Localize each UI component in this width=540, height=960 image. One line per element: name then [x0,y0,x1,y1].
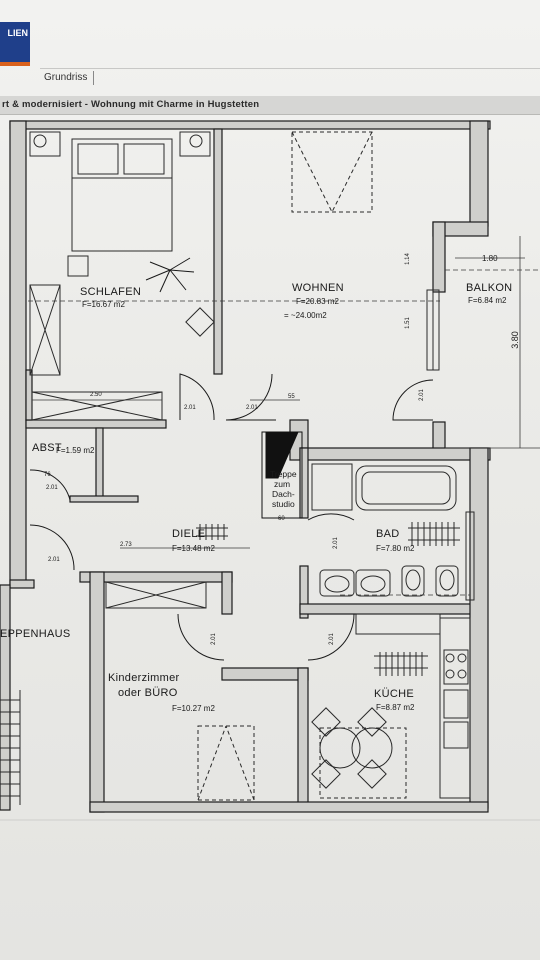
dim-201-f: 2.01 [332,537,339,549]
dim-201-e: 2.01 [418,389,425,401]
stair-note-2: zum [274,479,291,489]
title-bar [0,96,540,115]
wall-kinder-kueche [297,667,309,809]
plant-icon [145,257,195,293]
area-wohnen: F=20.83 m2 [296,297,339,306]
skylight-wohnen [291,131,373,213]
right-outer-wall-upper [469,120,489,227]
dim-151: 1.51 [404,317,411,329]
bed [29,131,215,337]
right-outer-wall-lower [469,447,489,809]
skylight-kinder [197,725,255,801]
balkon-window [426,289,440,371]
dim-201-a: 2.01 [184,405,196,411]
wall-bad-bottom [299,603,476,615]
dim-273: 2.73 [120,542,132,548]
area-kueche: F=8.87 m2 [376,703,415,712]
area-abst: F=1.59 m2 [56,446,95,455]
dining-table [311,707,407,799]
wall-bad-top [299,447,491,461]
dim-balkon-depth: 3.80 [509,331,520,349]
tab-grundriss[interactable]: Grundriss [44,72,88,83]
area-balkon: F=6.84 m2 [468,296,507,305]
area-bad: F=7.80 m2 [376,544,415,553]
room-label-kinderzimmer-1: Kinderzimmer [108,672,180,684]
bad-fixtures [319,511,475,601]
wall-bad-left [299,447,309,519]
dim-250: 2.50 [90,392,102,398]
dim-201-h: 2.01 [328,633,335,645]
area-wohnen-alt: = ~24.00m2 [284,311,327,320]
wardrobe-kinder [105,581,207,609]
stair-note-4: studio [272,499,295,509]
dim-55: 55 [288,394,295,400]
treppenhaus-stairs [0,690,21,805]
listing-title: rt & modernisiert - Wohnung mit Charme i… [2,99,260,110]
room-label-kinderzimmer-2: oder BÜRO [118,687,178,699]
logo-text: LIEN [7,28,28,38]
top-outer-wall [9,120,491,130]
treppenhaus-wall [0,584,11,811]
balkon-wall-left [432,221,446,293]
stair-note-3: Dach- [272,489,295,499]
area-kinderzimmer: F=10.27 m2 [172,704,215,713]
header-divider [40,68,540,69]
wall-kinder-left [89,571,105,813]
dim-201-b: 2.01 [246,405,258,411]
room-label-diele: DIELE [172,528,206,540]
wall-abst-right [95,427,104,499]
room-label-schlafen: SCHLAFEN [80,286,142,298]
wardrobe-schlafen [29,284,163,421]
wall-schlafen-bottom [25,419,167,429]
area-diele: F=13.48 m2 [172,544,215,553]
dim-114: 1.14 [404,253,411,265]
kitchen-counter [355,613,471,799]
stair [261,431,303,519]
room-label-treppenhaus: EPPENHAUS [0,628,71,640]
bottom-outer-wall [89,801,489,813]
dim-201-c: 2.01 [46,485,58,491]
dim-76: 76 [44,472,51,478]
wall-abst-bottom [69,495,139,503]
left-outer-wall [9,120,27,587]
balkon-dim-lines [445,236,540,449]
dim-balkon-width: 1.80 [482,254,498,263]
room-label-abst: ABST [32,442,62,454]
doors [29,373,434,661]
stair-note-1: Treppe [270,469,297,479]
room-label-kueche: KÜCHE [374,688,415,700]
room-label-bad: BAD [376,528,400,540]
radiators [196,522,460,676]
room-label-wohnen: WOHNEN [292,282,344,294]
room-label-balkon: BALKON [466,282,513,294]
area-schlafen: F=16.67 m2 [82,300,125,309]
dim-60: 60 [278,516,285,522]
bathtub [311,463,457,511]
dim-201-g: 2.01 [210,633,217,645]
wall-schlafen-wohnen [213,128,223,375]
company-logo [0,22,30,66]
dim-201-d: 2.01 [48,557,60,563]
tab-separator [93,71,94,85]
